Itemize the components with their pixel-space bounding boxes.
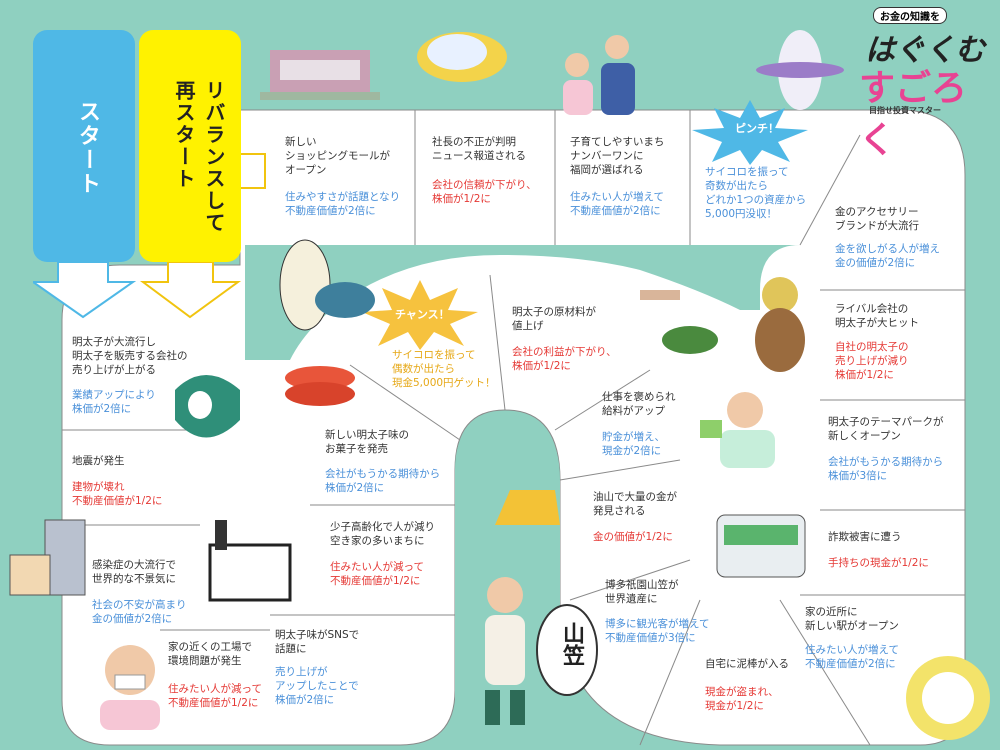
square-effect: 現金が盗まれ、 現金が1/2に [705, 686, 779, 712]
square-title: 自宅に泥棒が入る [705, 658, 789, 670]
square-effect: 住みやすさが話題となり 不動産価値が2倍に [285, 191, 401, 217]
square-effect: 博多に観光客が増えて 不動産価値が3倍に [605, 618, 710, 644]
square-title: 明太子の原材料が 値上げ [512, 306, 596, 332]
square-effect: 会社の信頼が下がり、 株価が1/2に [432, 179, 537, 205]
logo: お金の知識を はぐくむ すごろく 目指せ投資マスター [855, 5, 995, 161]
logo-top: お金の知識を [873, 7, 947, 24]
square-effect: 社会の不安が高まり 金の価値が2倍に [92, 599, 187, 625]
square-title: 金のアクセサリー ブランドが大流行 [835, 206, 919, 232]
shopping-mall-illustration [260, 50, 380, 100]
logo-line1: はぐくむ [865, 33, 985, 68]
square-title: 博多祇園山笠が 世界遺産に [605, 579, 679, 605]
square-title: 家の近くの工場で 環境問題が発生 [168, 641, 252, 667]
restart-label: リバランスして 再スタート [172, 80, 226, 234]
square-effect: 手持ちの現金が1/2に [828, 557, 929, 569]
restart-arrow [139, 262, 242, 319]
mentaiko-illustration [285, 366, 355, 406]
square-title: 子育てしやすいまち ナンバーワンに 福岡が選ばれる [570, 136, 665, 176]
square-effect: 住みたい人が増えて 不動産価値が2倍に [805, 644, 899, 670]
square-title: ライバル会社の 明太子が大ヒット [835, 303, 919, 329]
restart-box[interactable]: リバランスして 再スタート [139, 30, 241, 262]
logo-sub: 目指せ投資マスター [869, 106, 941, 115]
square-effect: 金を欲しがる人が増え 金の価値が2倍に [835, 243, 940, 269]
logo-line2: すごろく [859, 68, 968, 161]
train-illustration [716, 514, 806, 578]
airplane-mascot-illustration [756, 30, 844, 110]
square-effect: サイコロを振って 偶数が出たら 現金5,000円ゲット！ [392, 349, 496, 389]
lantern-text: 山笠 [559, 622, 584, 666]
start-arrows [33, 262, 242, 319]
damaged-building-illustration [9, 519, 86, 596]
square-effect: サイコロを振って 奇数が出たら どれか1つの資産から 5,000円没収！ [705, 166, 807, 220]
square-title: 少子高齢化で人が減り 空き家の多いまちに [330, 521, 435, 547]
square-effect: 売り上げが アップしたことで 株価が2倍に [275, 666, 359, 706]
restart-connector [241, 153, 266, 189]
square-title: 詐欺被害に遭う [828, 531, 902, 543]
masked-person-illustration [100, 645, 160, 730]
square-title: 新しい ショッピングモールが オープン [285, 136, 390, 176]
lantern-illustration [536, 604, 598, 696]
salary-worker-illustration [700, 392, 775, 468]
family-illustration [563, 35, 635, 115]
square-effect: 会社がもうかる期待から 株価が2倍に [325, 468, 441, 494]
square-title: 明太子のテーマパークが 新しくオープン [828, 416, 944, 442]
square-effect: 会社がもうかる期待から 株価が3倍に [828, 456, 944, 482]
monkey-illustration [755, 277, 805, 372]
pinch-label: ピンチ！ [735, 122, 779, 135]
square-effect: 住みたい人が減って 不動産価値が1/2に [330, 561, 424, 587]
start-label: スタート [75, 100, 100, 196]
square-effect: 貯金が増え、 現金が2倍に [602, 431, 665, 457]
square-effect: 建物が壊れ 不動産価値が1/2に [72, 481, 163, 507]
square-title: 明太子味がSNSで 話題に [275, 629, 360, 655]
mentaiko-mascot-illustration [279, 239, 375, 331]
start-box[interactable]: スタート [33, 30, 135, 262]
chance-burst [362, 280, 478, 350]
square-effect: 金の価値が1/2に [593, 531, 673, 543]
green-mascot-illustration [175, 375, 240, 438]
fish-mascot-illustration [417, 32, 507, 82]
square-effect: 会社の利益が下がり、 株価が1/2に [512, 346, 617, 372]
gold-bar-illustration [495, 490, 560, 525]
factory-illustration [208, 520, 292, 602]
square-title: 油山で大量の金が 発見される [593, 491, 677, 517]
square-effect: 住みたい人が減って 不動産価値が1/2に [168, 683, 262, 709]
square-effect: 業績アップにより 株価が2倍に [72, 389, 156, 415]
ramen-mascot-illustration [906, 656, 990, 740]
chance-label: チャンス！ [395, 308, 450, 321]
square-title: 家の近所に 新しい駅がオープン [805, 606, 899, 632]
square-title: 社長の不正が判明 ニュース報道される [432, 136, 526, 162]
square-effect: 住みたい人が増えて 不動産価値が2倍に [570, 191, 664, 217]
inner-green-top [245, 245, 800, 360]
square-effect: 自社の明太子の 売り上げが減り 株価が1/2に [835, 341, 909, 381]
food-skewer-illustration [640, 290, 718, 354]
square-title: 感染症の大流行で 世界的な不景気に [92, 559, 176, 585]
square-title: 地震が発生 [72, 455, 125, 467]
square-title: 新しい明太子味の お菓子を発売 [325, 429, 409, 455]
pinch-burst [692, 100, 808, 165]
yamakasa-man-illustration [485, 577, 525, 725]
square-title: 明太子が大流行し 明太子を販売する会社の 売り上げが上がる [72, 336, 188, 376]
square-title: 仕事を褒められ 給料がアップ [602, 391, 676, 417]
start-arrow [33, 262, 137, 319]
